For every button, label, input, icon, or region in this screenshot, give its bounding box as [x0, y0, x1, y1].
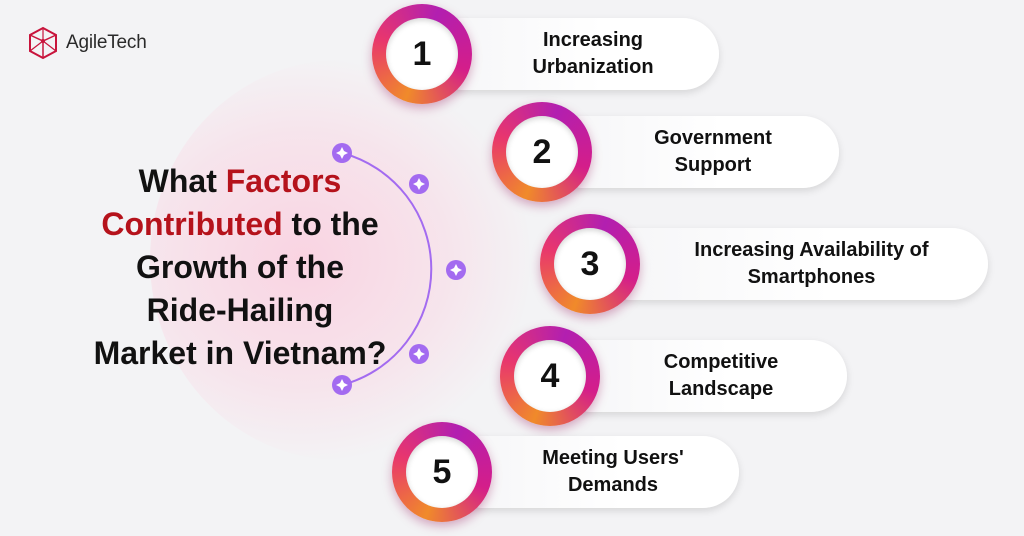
- arc-node-1: [332, 143, 352, 163]
- arc-node-2: [409, 174, 429, 194]
- factor-number-badge-4: 4: [500, 326, 600, 426]
- brand-name: AgileTech: [66, 32, 147, 53]
- factor-label-5: Meeting Users' Demands: [447, 436, 739, 508]
- factor-label-1: Increasing Urbanization: [427, 18, 719, 90]
- page-title: What Factors Contributed to the Growth o…: [93, 163, 387, 371]
- factor-number-badge-2: 2: [492, 102, 592, 202]
- factor-label-2: Government Support: [547, 116, 839, 188]
- factor-label-4: Competitive Landscape: [555, 340, 847, 412]
- logo-icon: [29, 26, 57, 60]
- factor-number-badge-3: 3: [540, 214, 640, 314]
- factor-number-badge-1: 1: [372, 4, 472, 104]
- arc-node-5: [332, 375, 352, 395]
- brand-logo[interactable]: AgileTech: [26, 26, 147, 60]
- arc-node-3: [446, 260, 466, 280]
- factor-number-badge-5: 5: [392, 422, 492, 522]
- factor-label-3: Increasing Availability of Smartphones: [595, 228, 988, 300]
- arc-node-4: [409, 344, 429, 364]
